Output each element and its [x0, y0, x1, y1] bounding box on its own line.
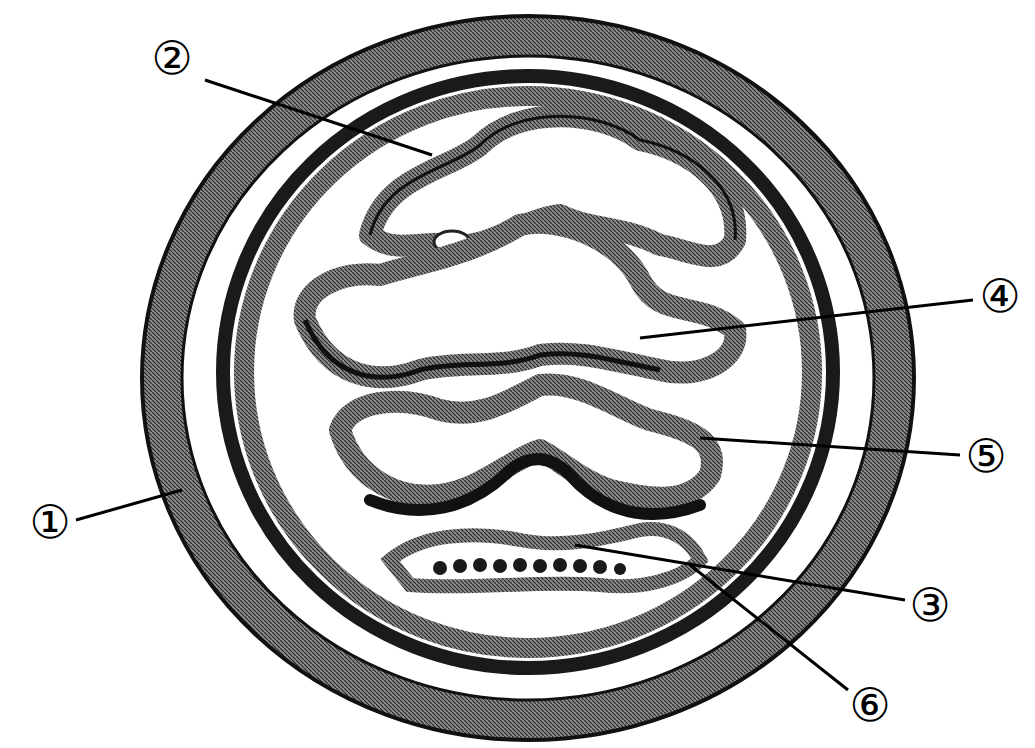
callout-number: ①	[29, 499, 70, 545]
inner-gray-ring	[244, 96, 812, 648]
middle-fold-edge	[305, 320, 660, 377]
lower-dark-band	[370, 459, 700, 514]
inner-dark-ring	[223, 76, 833, 668]
middle-fold	[305, 223, 736, 377]
outer-ring	[162, 36, 894, 720]
outer-edge	[142, 16, 914, 740]
leader-lines	[76, 80, 973, 690]
outer-inner-edge	[182, 56, 874, 700]
callout-number: ⑤	[965, 433, 1006, 479]
callout-number: ⑥	[849, 682, 890, 728]
bead-row	[433, 558, 626, 575]
callout-number: ③	[909, 582, 950, 628]
callout-number: ④	[979, 273, 1020, 319]
callout-number: ②	[151, 35, 192, 81]
lower-fold	[340, 384, 712, 497]
